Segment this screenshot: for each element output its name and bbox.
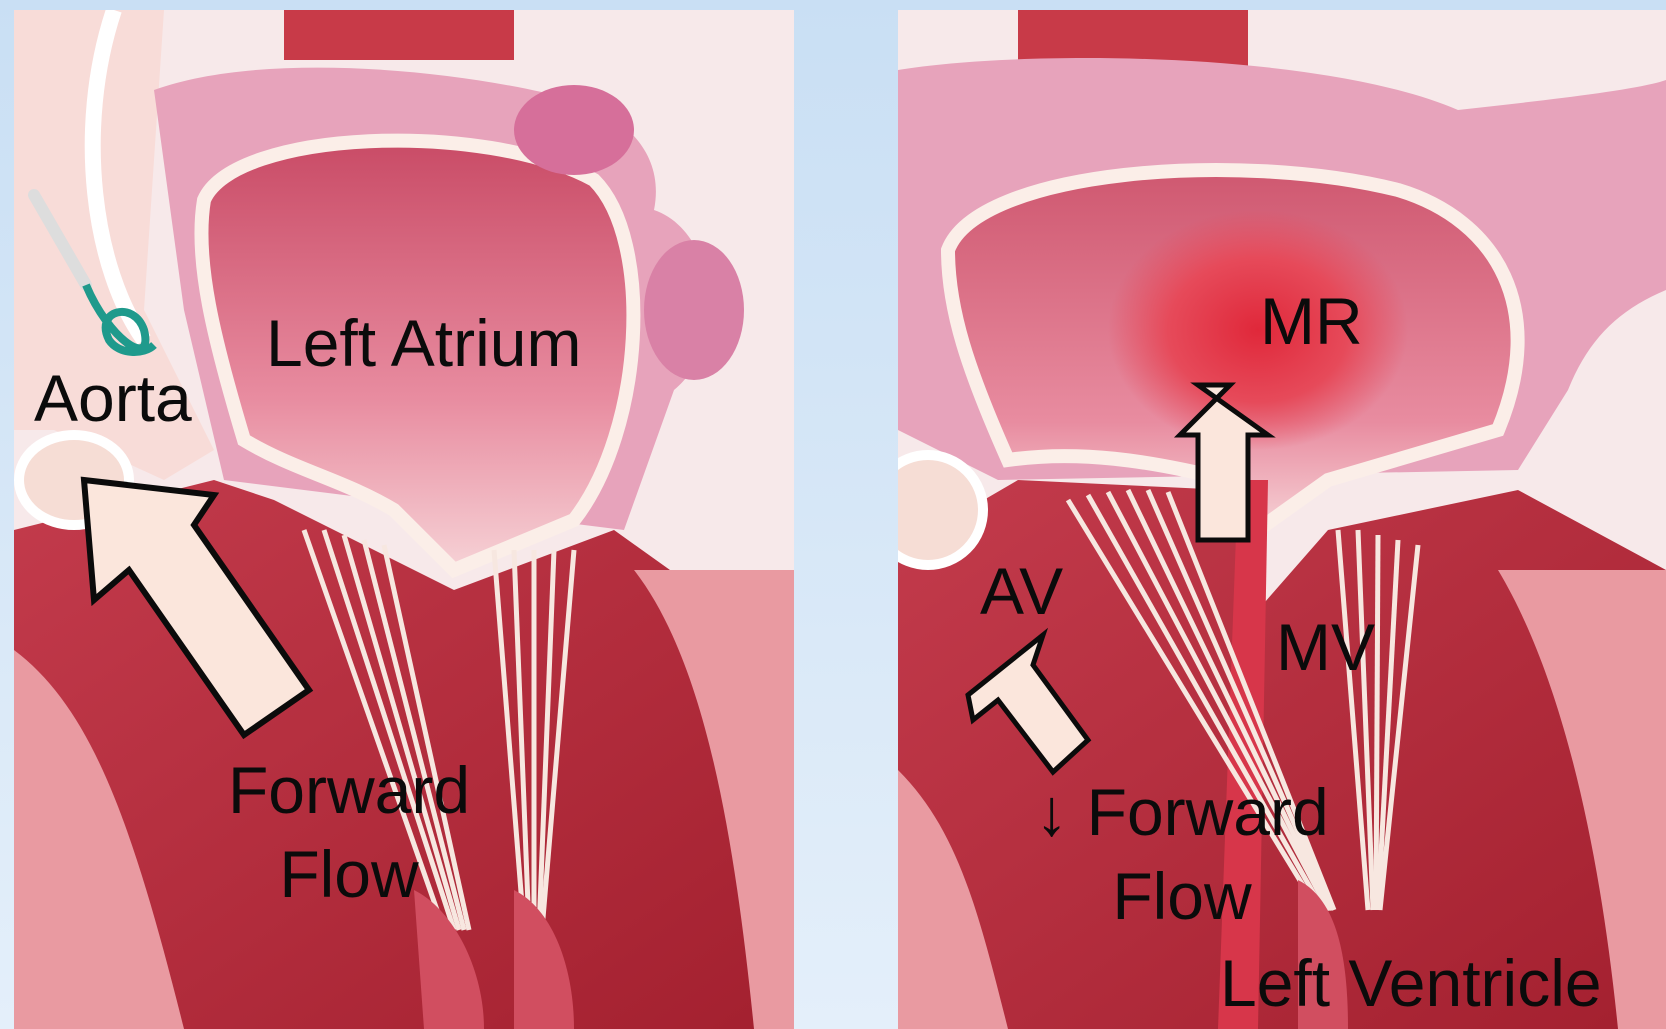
reduced-forward-label: ↓ Forward: [1022, 770, 1342, 854]
regurgitant-jet: [1108, 210, 1408, 450]
forward-flow-label: Forward Flow: [214, 748, 484, 916]
aortic-valve-ring: [898, 455, 983, 565]
left-ventricle-label: Left Ventricle: [1220, 950, 1602, 1016]
flow-label: Flow: [214, 832, 484, 916]
pulmonary-vein-upper: [514, 85, 634, 175]
mr-label: MR: [1260, 288, 1363, 354]
forward-label: Forward: [214, 748, 484, 832]
flow-label: Flow: [1022, 854, 1342, 938]
normal-heart-panel: Left Atrium Aorta Forward Flow: [14, 10, 794, 1029]
av-label: AV: [980, 558, 1063, 624]
mv-label: MV: [1276, 614, 1375, 680]
pulmonary-vein: [644, 240, 744, 380]
aorta-label: Aorta: [34, 365, 192, 431]
aorta-top-vessel: [284, 10, 514, 60]
left-atrium-label: Left Atrium: [266, 310, 581, 376]
reduced-forward-flow-label: ↓ Forward Flow: [1022, 770, 1342, 938]
mitral-regurgitation-panel: MR AV MV ↓ Forward Flow Left Ventricle: [898, 10, 1666, 1029]
